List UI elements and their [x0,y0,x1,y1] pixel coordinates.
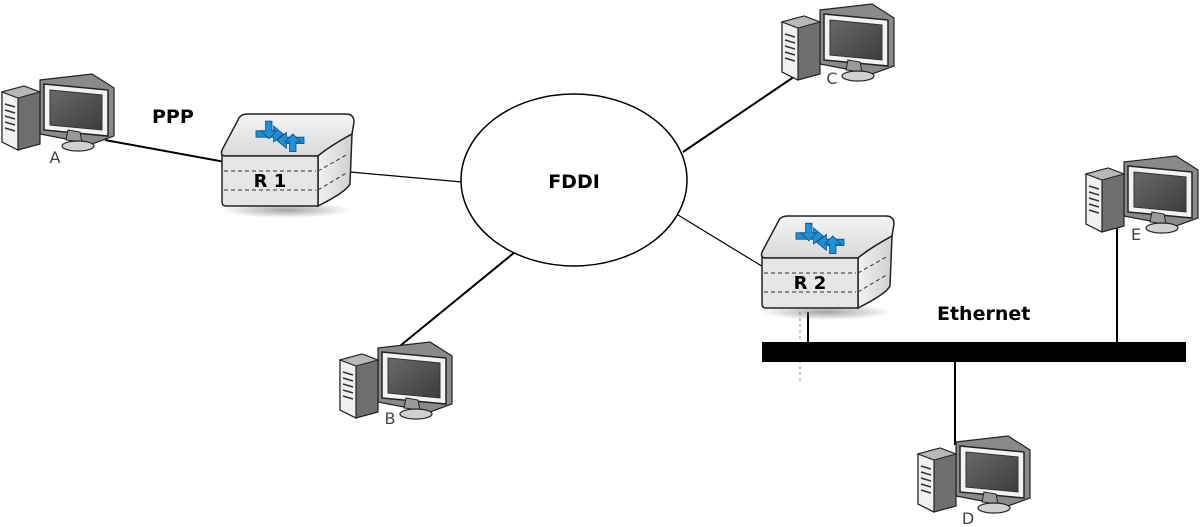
computer-a [1,73,115,152]
host-b-label: B [385,409,396,428]
link-fddi-r2 [677,214,766,269]
router-r1: R 1 [219,113,355,219]
computer-c [781,3,895,82]
link-fddi-c [682,67,808,153]
computer-icon [339,341,453,420]
host-d-label: D [962,509,974,527]
link-r1-fddi [349,171,463,183]
fddi-label: FDDI [548,171,600,193]
host-e-label: E [1131,225,1141,244]
fddi-ring [460,93,688,267]
computer-d [917,435,1031,514]
ppp-label: PPP [152,106,194,128]
link-a-r1 [104,139,226,163]
computer-e [1085,155,1199,234]
host-a-label: A [50,148,61,167]
computer-icon [1,73,115,152]
router-r2: R 2 [759,215,895,321]
computer-icon [1085,155,1199,234]
computer-icon [917,435,1031,514]
router-r2-label: R 2 [794,273,827,294]
ethernet-label: Ethernet [937,303,1030,325]
router-r1-label: R 1 [254,171,287,192]
computer-b [339,341,453,420]
host-c-label: C [826,69,837,88]
computer-icon [781,3,895,82]
ethernet-bus [762,342,1186,362]
link-fddi-b [394,251,516,351]
